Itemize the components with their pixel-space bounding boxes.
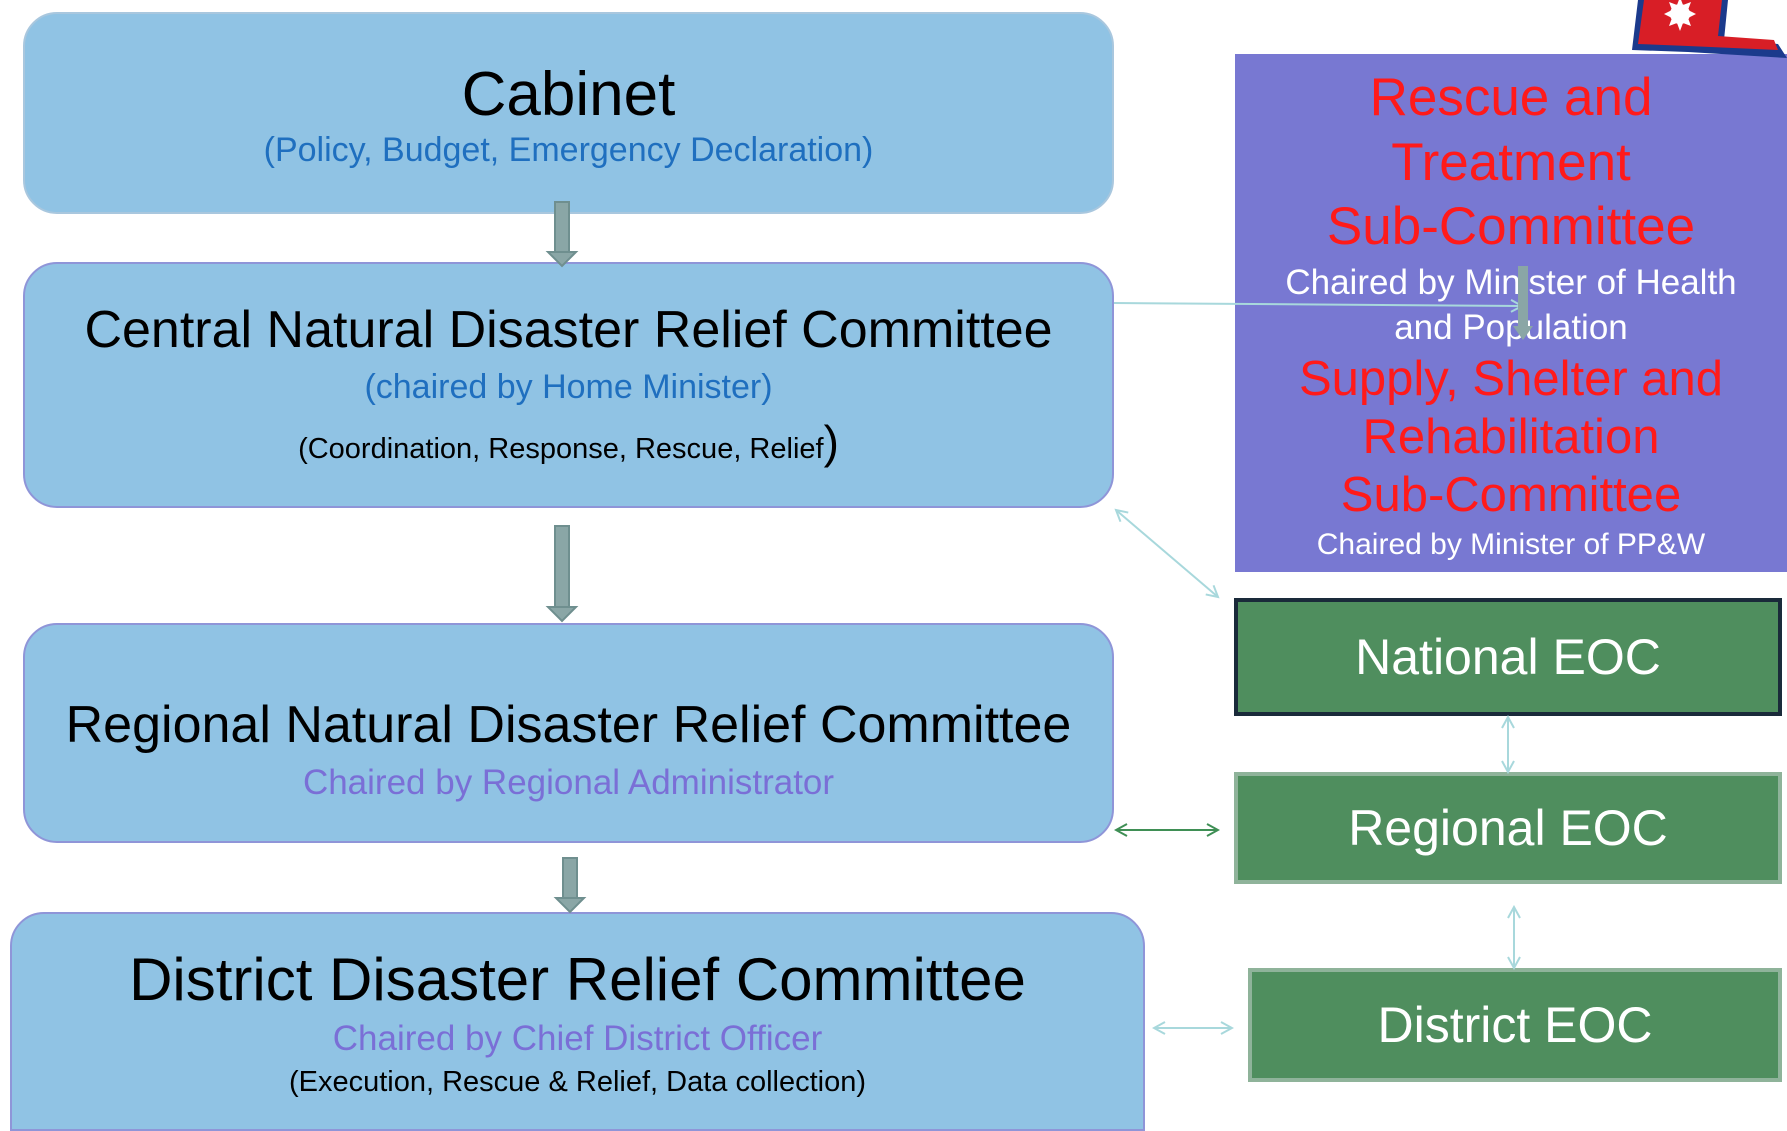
rescue-subcommittee-chair-line1: Chaired by Minister of Health xyxy=(1285,262,1737,302)
regional-committee-chair: Chaired by Regional Administrator xyxy=(302,762,835,802)
arrow-regional-to-district xyxy=(553,857,587,914)
rescue-subcommittee-line3: Sub-Committee xyxy=(1326,197,1696,257)
district-committee-chair: Chaired by Chief District Officer xyxy=(332,1018,823,1058)
regional-eoc-box: Regional EOC xyxy=(1234,772,1782,884)
supply-subcommittee-line2: Rehabilitation xyxy=(1362,409,1660,464)
district-committee-role: (Execution, Rescue & Relief, Data collec… xyxy=(288,1065,867,1098)
central-committee-role-paren: ) xyxy=(823,416,839,469)
regional-committee-box: Regional Natural Disaster Relief Committ… xyxy=(23,623,1114,843)
supply-subcommittee-line3: Sub-Committee xyxy=(1340,467,1682,522)
supply-subcommittee-line1: Supply, Shelter and xyxy=(1298,351,1724,406)
central-committee-role: (Coordination, Response, Rescue, Relief) xyxy=(298,415,839,469)
district-committee-title: District Disaster Relief Committee xyxy=(129,945,1026,1013)
link-central-national-eoc xyxy=(1116,510,1218,597)
subcommittees-panel: Rescue and Treatment Sub-Committee Chair… xyxy=(1235,54,1787,572)
rescue-subcommittee-line1: Rescue and xyxy=(1369,68,1653,127)
supply-subcommittee-chair: Chaired by Minister of PP&W xyxy=(1316,528,1706,562)
national-eoc-box: National EOC xyxy=(1234,598,1782,716)
arrow-central-to-regional xyxy=(545,525,579,623)
nepal-flag-icon xyxy=(1632,0,1787,58)
regional-committee-title: Regional Natural Disaster Relief Committ… xyxy=(65,696,1072,755)
district-eoc-box: District EOC xyxy=(1248,968,1782,1082)
district-committee-box: District Disaster Relief Committee Chair… xyxy=(10,912,1145,1131)
cabinet-subtitle: (Policy, Budget, Emergency Declaration) xyxy=(263,131,874,170)
arrow-into-supply-subcommittee xyxy=(1513,266,1533,340)
arrow-cabinet-to-central xyxy=(545,201,579,268)
central-committee-role-text: (Coordination, Response, Rescue, Relief xyxy=(298,433,824,466)
cabinet-title: Cabinet xyxy=(461,59,676,129)
connector-central-to-subcommittees xyxy=(1113,303,1522,306)
central-committee-chair: (chaired by Home Minister) xyxy=(364,367,773,406)
cabinet-box: Cabinet (Policy, Budget, Emergency Decla… xyxy=(23,12,1114,214)
rescue-subcommittee-line2: Treatment xyxy=(1391,132,1631,192)
central-committee-box: Central Natural Disaster Relief Committe… xyxy=(23,262,1114,508)
central-committee-title: Central Natural Disaster Relief Committe… xyxy=(84,300,1053,359)
rescue-subcommittee-chair-line2: and Population xyxy=(1394,308,1628,348)
